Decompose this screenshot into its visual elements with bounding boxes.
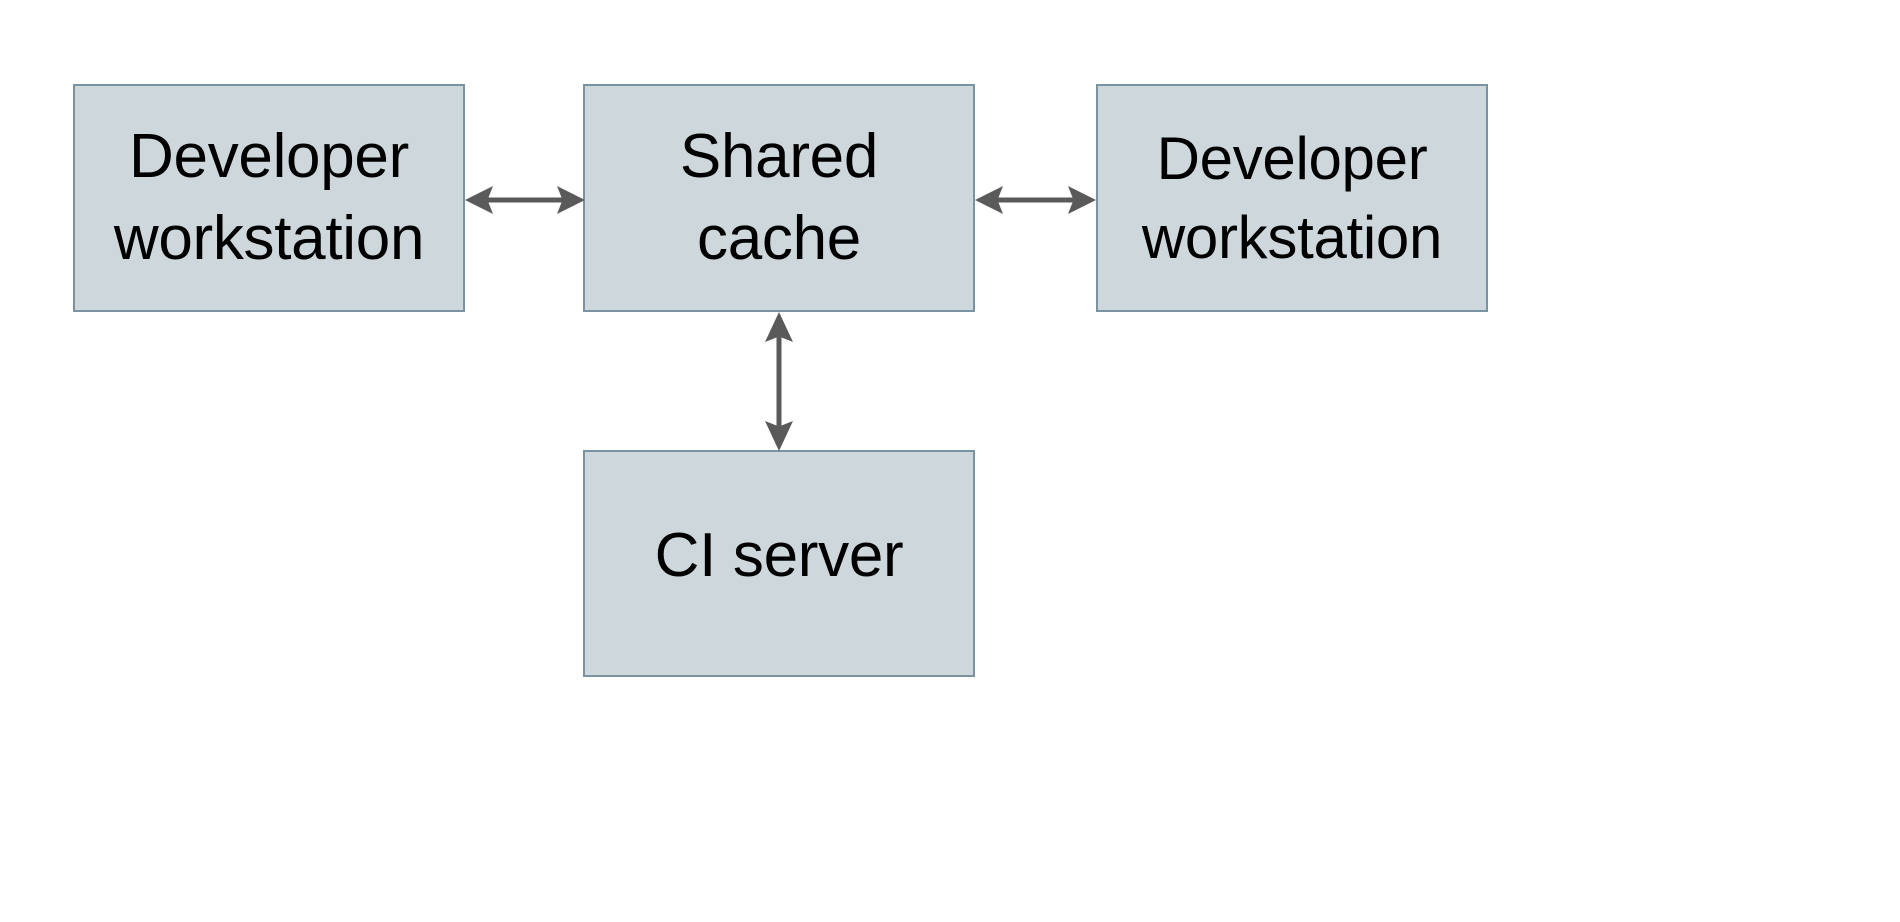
edge-dev-left-to-shared-cache: [465, 172, 585, 228]
node-label: CI server: [654, 520, 904, 590]
node-shared-cache[interactable]: Shared cache: [583, 84, 975, 312]
node-label: Developer workstation: [113, 122, 425, 273]
node-developer-workstation-right[interactable]: Developer workstation: [1096, 84, 1488, 312]
double-arrow-icon: [765, 312, 793, 451]
double-arrow-icon: [975, 186, 1096, 214]
node-label: Developer workstation: [1141, 124, 1443, 271]
node-ci-server[interactable]: CI server: [583, 450, 975, 677]
node-label: Shared cache: [679, 122, 879, 273]
node-developer-workstation-left[interactable]: Developer workstation: [73, 84, 465, 312]
double-arrow-icon: [465, 186, 585, 214]
edge-shared-cache-to-ci-server: [751, 312, 807, 451]
edge-shared-cache-to-dev-right: [975, 172, 1096, 228]
